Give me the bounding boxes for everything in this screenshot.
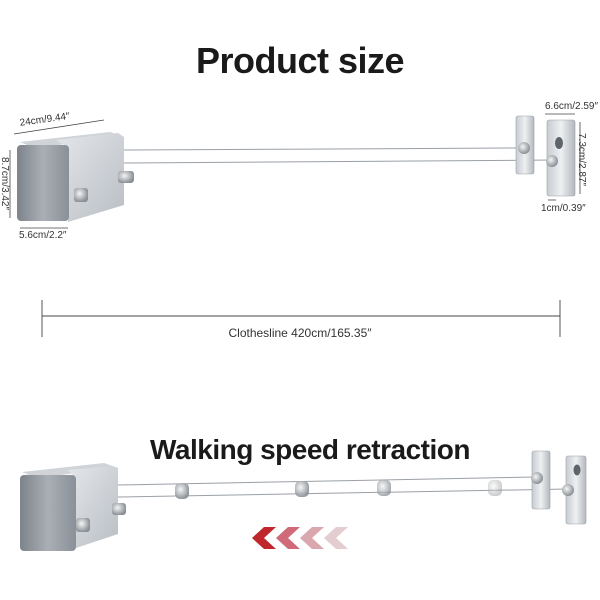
chevron-left-icon bbox=[300, 527, 324, 549]
clothesline-length-label: Clothesline 420cm/165.35″ bbox=[228, 326, 372, 340]
retraction-direction-arrows bbox=[252, 527, 348, 549]
clothesline-dimension bbox=[41, 300, 561, 337]
chevron-left-icon bbox=[324, 527, 348, 549]
product-size-title: Product size bbox=[195, 40, 405, 81]
line-beads bbox=[175, 480, 502, 499]
chevron-left-icon bbox=[276, 527, 300, 549]
retraction-title: Walking speed retraction bbox=[150, 434, 470, 465]
wall-plates-top bbox=[515, 115, 576, 197]
depth-dimension-label: 5.6cm/2.2″ bbox=[19, 230, 67, 241]
dimension-lines-top bbox=[9, 113, 581, 229]
wall-plates-bottom bbox=[531, 450, 587, 525]
retractor-box-top bbox=[17, 132, 134, 222]
plate-height-label: 7.3cm/2.87″ bbox=[576, 132, 588, 187]
height-dimension-label: 8.7cm/3.42″ bbox=[0, 156, 11, 211]
plate-thickness-label: 1cm/0.39″ bbox=[541, 203, 586, 214]
plate-width-label: 6.6cm/2.59″ bbox=[545, 101, 599, 112]
retractor-box-bottom bbox=[20, 463, 126, 551]
chevron-left-icon bbox=[252, 527, 276, 549]
